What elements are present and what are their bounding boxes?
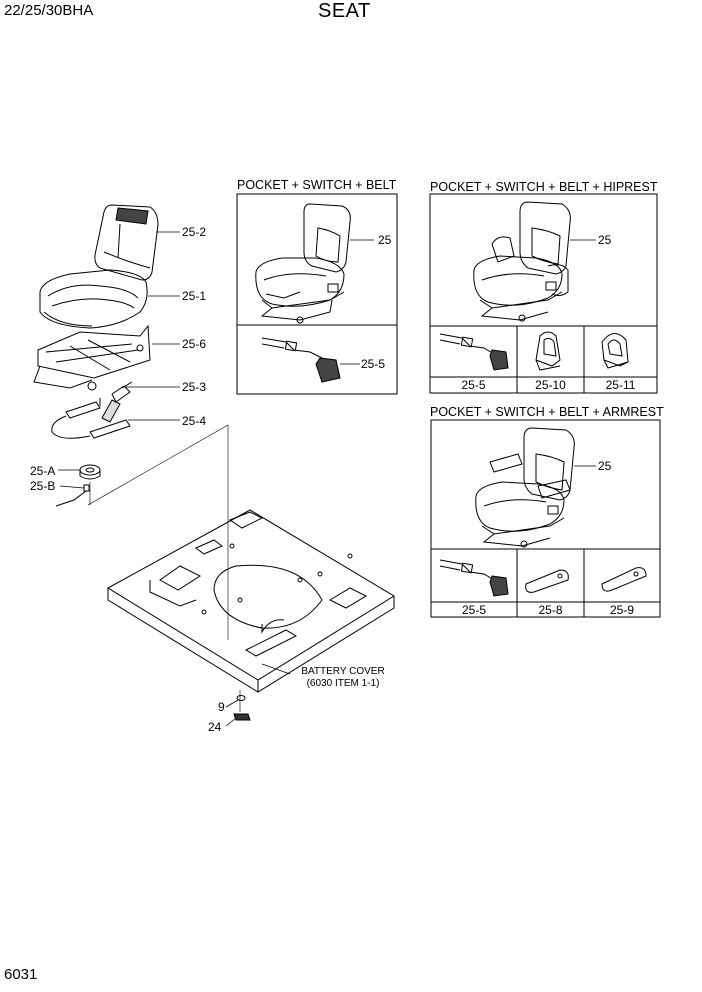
option-box-1-seat-drawing: [255, 203, 351, 324]
option-box-2-callout-25-11: 25-11: [605, 378, 636, 392]
model-label: 22/25/30BHA: [4, 2, 94, 19]
battery-cover-drawing: [107, 509, 395, 693]
page-title: SEAT: [318, 0, 371, 22]
option-box-1-callout-seat: 25: [378, 233, 392, 247]
callout-25-3: 25-3: [182, 380, 207, 394]
hiprest-left-drawing: [535, 331, 561, 371]
callout-leaders: [58, 231, 180, 489]
seat-backrest-drawing: [94, 204, 159, 281]
washer-drawing: [225, 695, 246, 708]
option-box-3-frame: [430, 419, 661, 618]
callout-25-2: 25-2: [182, 225, 207, 239]
option-box-1-title: POCKET + SWITCH + BELT: [237, 178, 397, 192]
callout-25-1: 25-1: [182, 289, 207, 303]
callout-9: 9: [218, 700, 225, 714]
battery-cover-label-line1: BATTERY COVER: [301, 666, 385, 677]
option-box-2-seat-drawing: [473, 201, 571, 322]
armrest-right-drawing: [601, 567, 647, 592]
assembly-guide-lines: [87, 424, 241, 712]
option-box-2-belt-drawing: [439, 333, 509, 371]
shock-absorber-drawing: [101, 381, 133, 423]
seat-cushion-drawing: [39, 269, 148, 329]
callout-25-B: 25-B: [30, 479, 56, 493]
option-box-2-title: POCKET + SWITCH + BELT + HIPREST: [430, 180, 658, 194]
callout-24: 24: [208, 720, 222, 734]
grommet-drawing: [79, 464, 101, 480]
battery-cover-leader: [261, 663, 291, 675]
page-number: 6031: [4, 966, 38, 983]
option-box-2-frame: [429, 193, 658, 394]
seat-frame-drawing: [33, 324, 151, 391]
armrest-left-drawing: [525, 569, 569, 593]
option-box-2-callout-seat: 25: [598, 233, 612, 247]
option-box-3-callout-25-8: 25-8: [538, 603, 563, 617]
option-box-3-callout-seat: 25: [598, 459, 612, 473]
callout-25-4: 25-4: [182, 414, 207, 428]
option-box-3-title: POCKET + SWITCH + BELT + ARMREST: [430, 405, 664, 419]
option-box-1-leaders: [340, 239, 374, 365]
callout-25-A: 25-A: [30, 464, 56, 478]
option-box-3-callout-25-9: 25-9: [609, 603, 635, 617]
option-box-3-seat-drawing: [475, 427, 575, 548]
battery-cover-label: BATTERY COVER (6030 ITEM 1-1): [288, 666, 398, 690]
option-box-2-callout-25-5: 25-5: [461, 378, 486, 392]
option-box-1-frame: [236, 193, 398, 395]
wire-connector-drawing: [55, 484, 90, 507]
option-box-3-callout-25-5: 25-5: [461, 603, 487, 617]
nut-drawing: [225, 713, 251, 727]
option-box-1-belt-drawing: [261, 337, 341, 383]
option-box-1-callout-25-5: 25-5: [361, 357, 386, 371]
option-box-3-belt-drawing: [439, 559, 509, 597]
hiprest-right-drawing: [601, 333, 629, 369]
option-box-2-callout-25-10: 25-10: [535, 378, 566, 392]
seat-switch-harness-drawing: [51, 398, 131, 439]
callout-25-6: 25-6: [182, 337, 207, 351]
battery-cover-label-line2: (6030 ITEM 1-1): [306, 678, 380, 689]
